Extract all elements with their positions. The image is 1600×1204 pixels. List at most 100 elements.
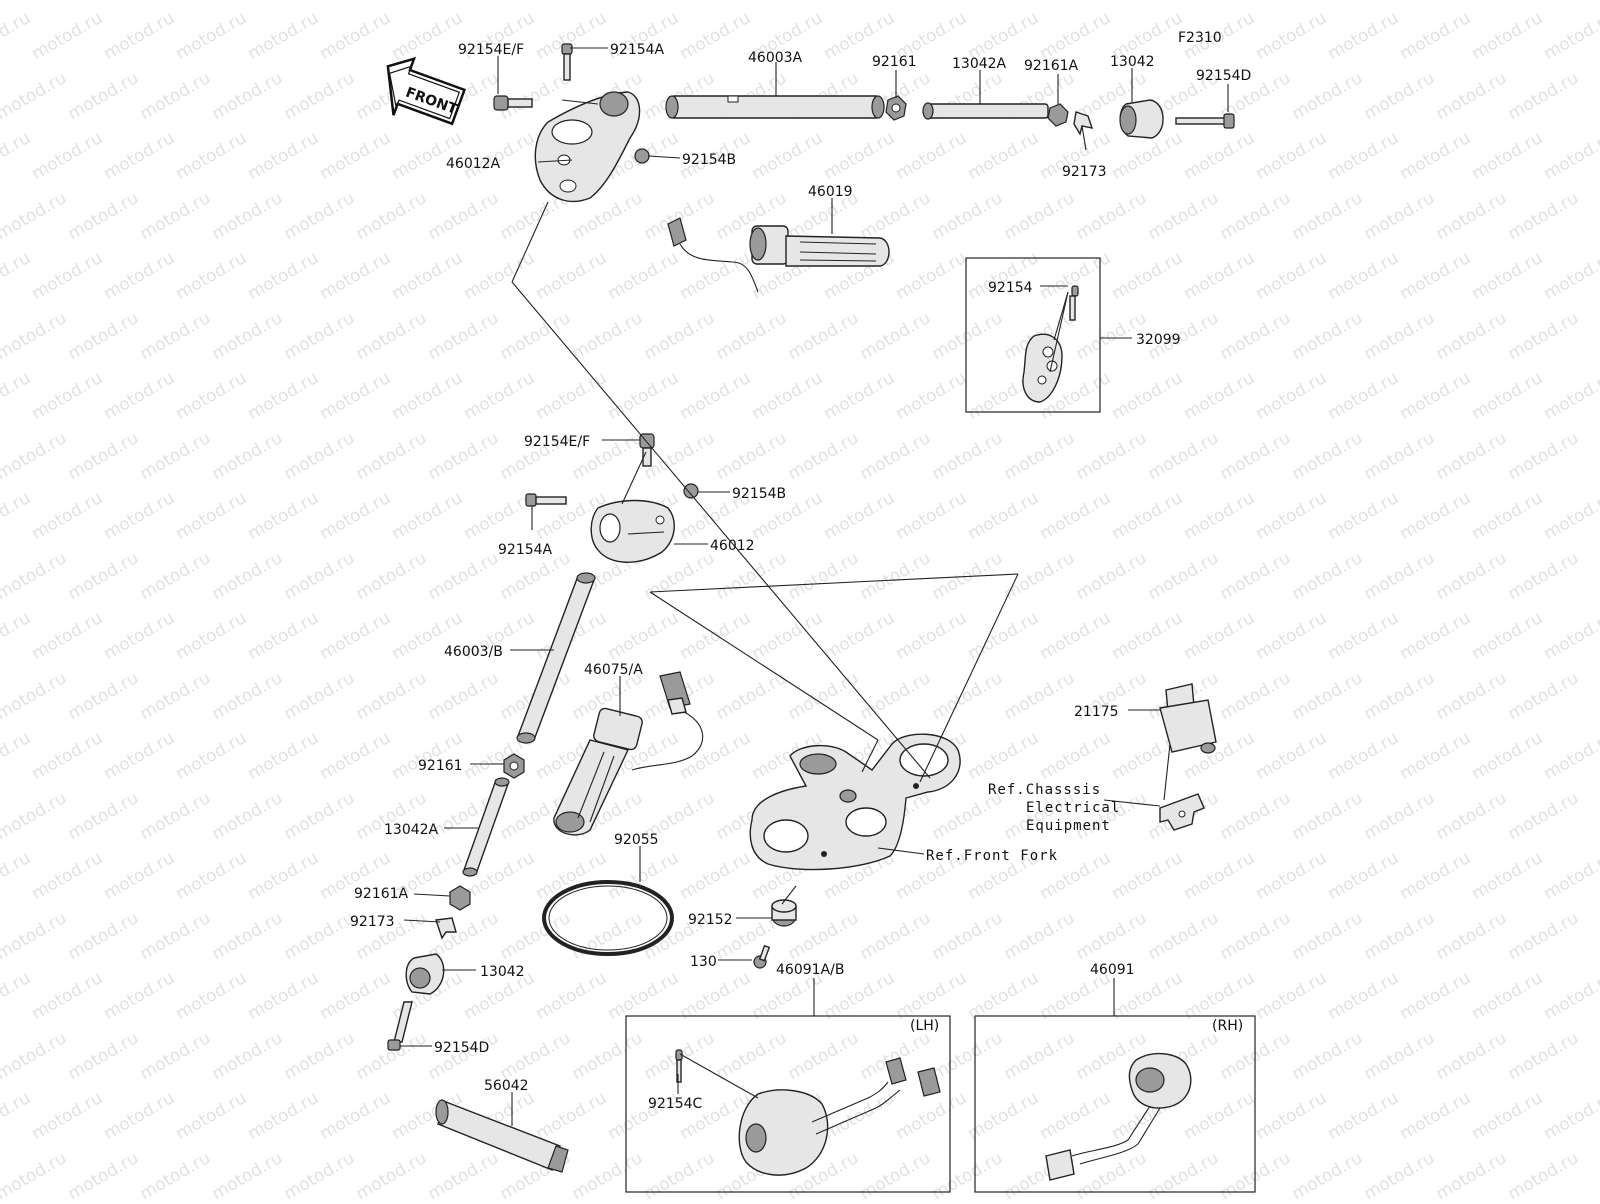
watermark-text: motod.ru bbox=[749, 608, 827, 664]
bolt-92154b-mid bbox=[684, 484, 698, 498]
watermark-text: motod.ru bbox=[101, 128, 179, 184]
watermark-text: motod.ru bbox=[1037, 8, 1115, 64]
watermark-text: motod.ru bbox=[533, 848, 611, 904]
watermark-text: motod.ru bbox=[0, 128, 34, 184]
bar-46003a bbox=[666, 96, 884, 118]
watermark-text: motod.ru bbox=[461, 248, 539, 304]
label-92154d-top: 92154D bbox=[1196, 68, 1251, 84]
label-46019: 46019 bbox=[808, 184, 853, 200]
watermark-text: motod.ru bbox=[173, 8, 251, 64]
watermark-text: motod.ru bbox=[1361, 908, 1439, 964]
clamp-46012 bbox=[591, 501, 674, 563]
watermark-text: motod.ru bbox=[209, 908, 287, 964]
watermark-text: motod.ru bbox=[1253, 8, 1331, 64]
label-130: 130 bbox=[690, 954, 717, 970]
upper-right-clamp-46012a bbox=[535, 92, 639, 201]
watermark-text: motod.ru bbox=[245, 8, 323, 64]
watermark-text: motod.ru bbox=[533, 968, 611, 1024]
watermark-text: motod.ru bbox=[965, 488, 1043, 544]
watermark-text: motod.ru bbox=[425, 548, 503, 604]
watermark-text: motod.ru bbox=[1289, 1028, 1367, 1084]
watermark-text: motod.ru bbox=[137, 1028, 215, 1084]
watermark-text: motod.ru bbox=[1289, 0, 1367, 4]
label-46003a: 46003A bbox=[748, 50, 803, 66]
watermark-text: motod.ru bbox=[1253, 128, 1331, 184]
watermark-text: motod.ru bbox=[1289, 428, 1367, 484]
watermark-text: motod.ru bbox=[101, 728, 179, 784]
label-92154-box: 92154 bbox=[988, 280, 1033, 296]
damper-92152 bbox=[772, 900, 796, 926]
watermark-text: motod.ru bbox=[209, 68, 287, 124]
watermark-text: motod.ru bbox=[929, 1028, 1007, 1084]
watermark-text: motod.ru bbox=[857, 308, 935, 364]
watermark-text: motod.ru bbox=[1217, 668, 1295, 724]
watermark-text: motod.ru bbox=[1361, 68, 1439, 124]
watermark-text: motod.ru bbox=[281, 68, 359, 124]
watermark-text: motod.ru bbox=[1505, 1028, 1583, 1084]
watermark-text: motod.ru bbox=[605, 248, 683, 304]
watermark-text: motod.ru bbox=[1145, 548, 1223, 604]
ref-chassis-line3: Equipment bbox=[1026, 818, 1111, 834]
watermark-text: motod.ru bbox=[893, 488, 971, 544]
watermark-text: motod.ru bbox=[1109, 608, 1187, 664]
watermark-text: motod.ru bbox=[101, 248, 179, 304]
watermark-text: motod.ru bbox=[353, 668, 431, 724]
watermark-text: motod.ru bbox=[1001, 188, 1079, 244]
nut-92161a-top bbox=[1048, 104, 1068, 126]
watermark-text: motod.ru bbox=[1397, 368, 1475, 424]
watermark-text: motod.ru bbox=[245, 488, 323, 544]
watermark-text: motod.ru bbox=[29, 1088, 107, 1144]
watermark-text: motod.ru bbox=[317, 368, 395, 424]
watermark-text: motod.ru bbox=[65, 1148, 143, 1200]
label-13042a-top: 13042A bbox=[952, 56, 1007, 72]
weight-13042-low bbox=[406, 954, 443, 994]
watermark-text: motod.ru bbox=[101, 488, 179, 544]
watermark-text: motod.ru bbox=[605, 608, 683, 664]
label-92152: 92152 bbox=[688, 912, 733, 928]
watermark-text: motod.ru bbox=[65, 548, 143, 604]
label-46091: 46091 bbox=[1090, 962, 1135, 978]
watermark-text: motod.ru bbox=[1037, 488, 1115, 544]
watermark-text: motod.ru bbox=[209, 548, 287, 604]
watermark-text: motod.ru bbox=[1325, 8, 1403, 64]
watermark-text: motod.ru bbox=[1433, 68, 1511, 124]
watermark-text: motod.ru bbox=[1181, 848, 1259, 904]
watermark-text: motod.ru bbox=[65, 68, 143, 124]
watermark-text: motod.ru bbox=[1361, 308, 1439, 364]
watermark-text: motod.ru bbox=[209, 1148, 287, 1200]
watermark-text: motod.ru bbox=[857, 668, 935, 724]
watermark-text: motod.ru bbox=[1361, 428, 1439, 484]
watermark-text: motod.ru bbox=[1361, 188, 1439, 244]
watermark-text: motod.ru bbox=[1361, 668, 1439, 724]
watermark-text: motod.ru bbox=[389, 248, 467, 304]
watermark-text: motod.ru bbox=[929, 428, 1007, 484]
watermark-text: motod.ru bbox=[1073, 428, 1151, 484]
watermark-text: motod.ru bbox=[425, 668, 503, 724]
watermark-text: motod.ru bbox=[173, 1088, 251, 1144]
watermark-text: motod.ru bbox=[1505, 668, 1583, 724]
watermark-text: motod.ru bbox=[353, 1028, 431, 1084]
watermark-text: motod.ru bbox=[1469, 1088, 1547, 1144]
watermark-text: motod.ru bbox=[965, 128, 1043, 184]
watermark-text: motod.ru bbox=[1145, 428, 1223, 484]
watermark-text: motod.ru bbox=[1469, 488, 1547, 544]
watermark-text: motod.ru bbox=[1433, 1148, 1511, 1200]
watermark-text: motod.ru bbox=[0, 608, 34, 664]
label-13042a-low: 13042A bbox=[384, 822, 439, 838]
watermark-text: motod.ru bbox=[1325, 848, 1403, 904]
watermark-text: motod.ru bbox=[1253, 1088, 1331, 1144]
watermark-text: motod.ru bbox=[317, 728, 395, 784]
watermark-text: motod.ru bbox=[0, 728, 34, 784]
label-46012: 46012 bbox=[710, 538, 755, 554]
watermark-text: motod.ru bbox=[1361, 1148, 1439, 1200]
watermark-text: motod.ru bbox=[1505, 68, 1583, 124]
watermark-text: motod.ru bbox=[0, 668, 70, 724]
watermark-text: motod.ru bbox=[1433, 548, 1511, 604]
watermark-text: motod.ru bbox=[0, 188, 70, 244]
watermark-text: motod.ru bbox=[101, 1088, 179, 1144]
watermark-text: motod.ru bbox=[425, 428, 503, 484]
watermark-text: motod.ru bbox=[245, 968, 323, 1024]
watermark-text: motod.ru bbox=[1361, 1028, 1439, 1084]
watermark-text: motod.ru bbox=[281, 908, 359, 964]
